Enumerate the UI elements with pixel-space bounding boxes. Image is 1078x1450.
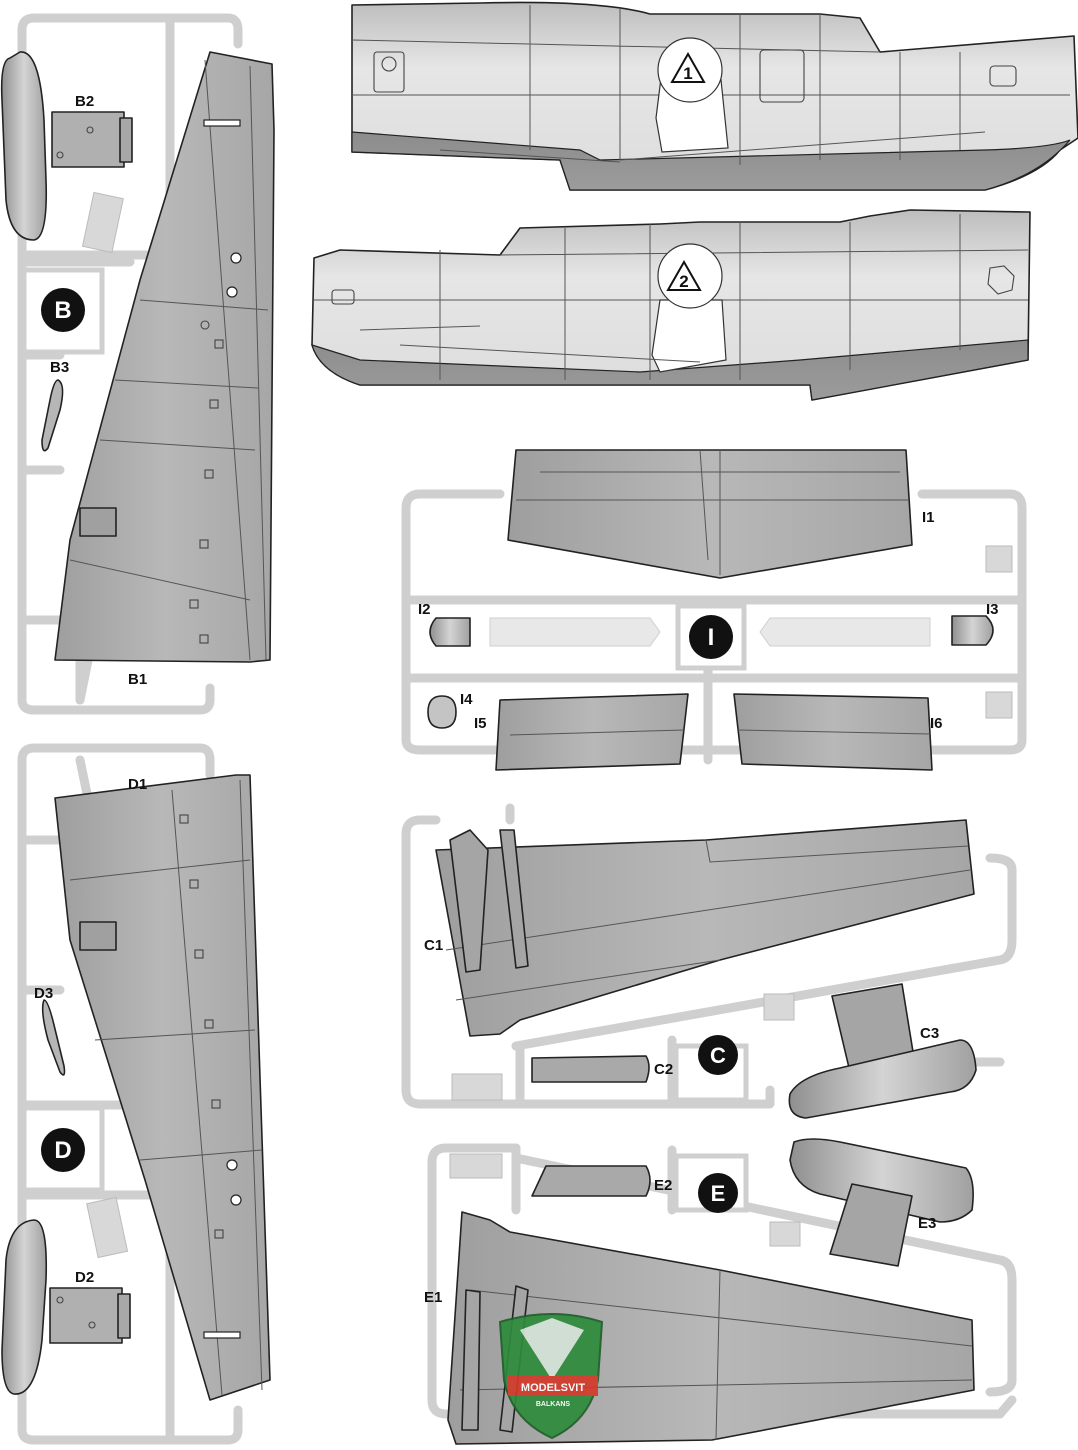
sprue-badge-b: B xyxy=(41,288,85,332)
label-e3: E3 xyxy=(918,1215,936,1232)
label-c1: C1 xyxy=(424,937,443,954)
part-b2 xyxy=(0,51,133,241)
svg-text:C: C xyxy=(710,1043,726,1068)
part-c2 xyxy=(531,1055,650,1083)
label-e1: E1 xyxy=(424,1289,442,1306)
svg-text:D: D xyxy=(54,1137,71,1164)
svg-text:2: 2 xyxy=(679,272,688,291)
svg-text:MODELSVIT: MODELSVIT xyxy=(521,1382,585,1394)
part-i6 xyxy=(733,693,933,771)
part-d2 xyxy=(1,1219,131,1395)
sprue-badge-d: D xyxy=(41,1128,85,1172)
svg-text:BALKANS: BALKANS xyxy=(536,1401,571,1408)
sprue-badge-c: C xyxy=(698,1035,738,1075)
pitot-ghost-right xyxy=(759,617,931,647)
part-i4 xyxy=(427,695,457,729)
label-i4: I4 xyxy=(460,691,473,708)
label-b2: B2 xyxy=(75,93,94,110)
part-c1 xyxy=(435,819,975,1037)
svg-text:1: 1 xyxy=(683,64,692,83)
label-i1: I1 xyxy=(922,509,935,526)
watermark-logo: MODELSVIT BALKANS xyxy=(498,1313,604,1440)
label-b1: B1 xyxy=(128,671,147,688)
part-e2 xyxy=(531,1165,651,1197)
label-d1: D1 xyxy=(128,776,147,793)
pitot-ghost-left xyxy=(489,617,661,647)
label-i6: I6 xyxy=(930,715,943,732)
label-i5: I5 xyxy=(474,715,487,732)
label-c3: C3 xyxy=(920,1025,939,1042)
label-i3: I3 xyxy=(986,601,999,618)
svg-text:B: B xyxy=(54,297,71,324)
label-b3: B3 xyxy=(50,359,69,376)
label-c2: C2 xyxy=(654,1061,673,1078)
part-i1 xyxy=(507,449,913,579)
part-d1 xyxy=(54,774,271,1401)
svg-text:E: E xyxy=(711,1181,726,1206)
part-e3 xyxy=(789,1138,974,1267)
part-i2 xyxy=(429,617,471,647)
label-d3: D3 xyxy=(34,985,53,1002)
label-i2: I2 xyxy=(418,601,431,618)
fuselage-half-1 xyxy=(351,1,1078,191)
label-e2: E2 xyxy=(654,1177,672,1194)
part-b3 xyxy=(41,379,64,452)
part-i5 xyxy=(495,693,689,771)
label-d2: D2 xyxy=(75,1269,94,1286)
fuselage-marker-1: 1 xyxy=(670,51,706,83)
fuselage-marker-2: 2 xyxy=(666,259,702,291)
sprue-badge-i: I xyxy=(689,615,733,659)
part-c3 xyxy=(788,983,977,1119)
part-d3 xyxy=(41,999,66,1076)
fuselage-half-2 xyxy=(311,209,1031,401)
svg-text:I: I xyxy=(708,624,715,651)
part-b1 xyxy=(54,51,275,663)
part-i3 xyxy=(951,615,994,646)
sprue-badge-e: E xyxy=(698,1173,738,1213)
